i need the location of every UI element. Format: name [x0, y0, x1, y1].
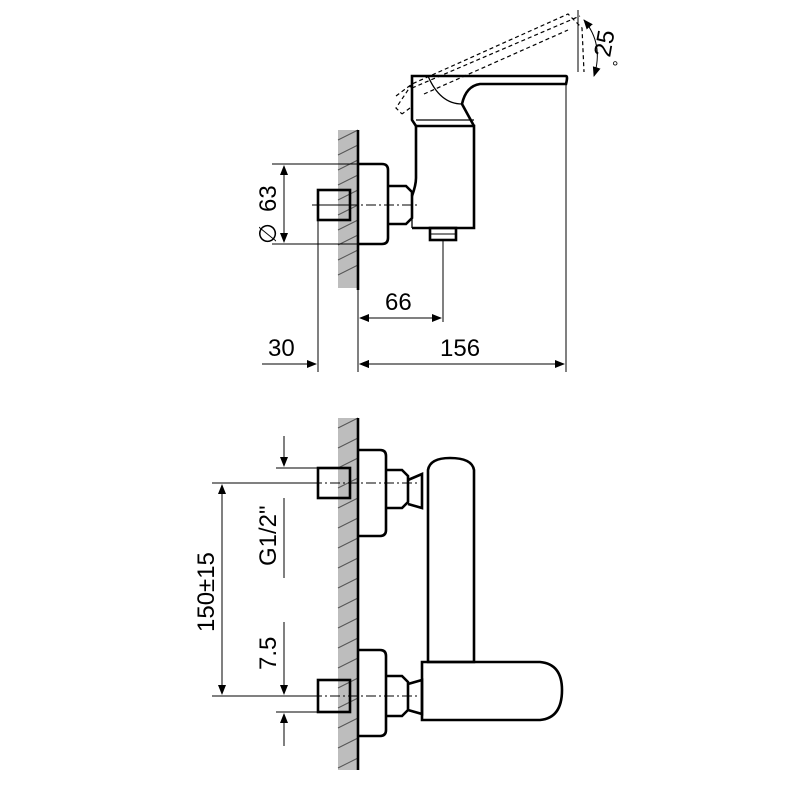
angle-label: 25 [589, 28, 620, 59]
valve-body-front [426, 456, 476, 664]
rosette-upper [358, 448, 388, 538]
side-view: 25 ° ∅ 63 66 30 156 [255, 10, 621, 372]
inlet-depth-label: 7.5 [255, 637, 282, 670]
front-view: 150±15 G1/2" 7.5 [193, 417, 564, 770]
lever-handle-front [420, 660, 564, 722]
rosette-top [358, 162, 390, 246]
degree-symbol: ° [612, 59, 618, 76]
lever-handle [410, 74, 569, 127]
nut-upper [386, 468, 410, 510]
reach-label: 66 [385, 289, 412, 316]
angle-arc [583, 19, 601, 77]
centers-label: 150±15 [193, 552, 220, 632]
rosette-lower [358, 648, 388, 738]
diameter-symbol: ∅ [255, 223, 282, 244]
total-depth-label: 156 [440, 335, 480, 362]
diameter-label: 63 [255, 185, 282, 212]
lever-raised-outline [395, 13, 585, 115]
thread-label: G1/2" [255, 505, 282, 566]
valve-body-top [410, 124, 476, 230]
wall-section-bottom [337, 417, 360, 770]
wall-section-top [337, 129, 360, 290]
wall-offset-label: 30 [268, 335, 295, 362]
